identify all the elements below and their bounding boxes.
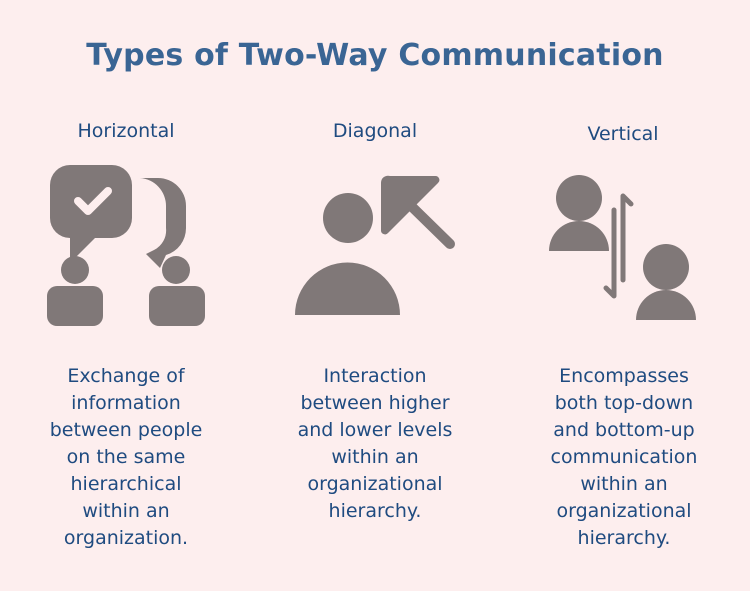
people-speech-bubbles-check-icon — [45, 165, 210, 330]
description-line: Exchange of — [67, 365, 185, 387]
description-horizontal: Exchange of information between people o… — [11, 363, 241, 552]
description-diagonal: Interaction between higher and lower lev… — [260, 363, 490, 525]
description-line: and bottom-up — [553, 419, 695, 441]
description-line: hierarchy. — [328, 500, 422, 522]
description-line: both top-down — [554, 392, 694, 414]
description-line: Encompasses — [559, 365, 689, 387]
heading-vertical: Vertical — [587, 123, 659, 145]
description-line: hierarchy. — [577, 527, 671, 549]
heading-horizontal: Horizontal — [77, 120, 175, 142]
description-line: within an — [82, 500, 170, 522]
description-line: organization. — [63, 527, 189, 549]
description-vertical: Encompasses both top-down and bottom-up … — [509, 363, 739, 552]
description-line: Interaction — [323, 365, 427, 387]
page-title: Types of Two-Way Communication — [86, 38, 664, 73]
description-line: organizational — [556, 500, 692, 522]
person-arrow-up-left-icon — [290, 170, 460, 320]
description-line: hierarchical — [70, 473, 182, 495]
description-line: between people — [49, 419, 203, 441]
description-line: on the same — [66, 446, 186, 468]
description-line: within an — [331, 446, 419, 468]
description-line: communication — [550, 446, 698, 468]
description-line: information — [71, 392, 181, 414]
description-line: within an — [580, 473, 668, 495]
description-line: between higher — [300, 392, 450, 414]
description-line: organizational — [307, 473, 443, 495]
description-line: and lower levels — [297, 419, 453, 441]
people-up-down-arrows-icon — [545, 168, 705, 323]
heading-diagonal: Diagonal — [332, 120, 418, 142]
